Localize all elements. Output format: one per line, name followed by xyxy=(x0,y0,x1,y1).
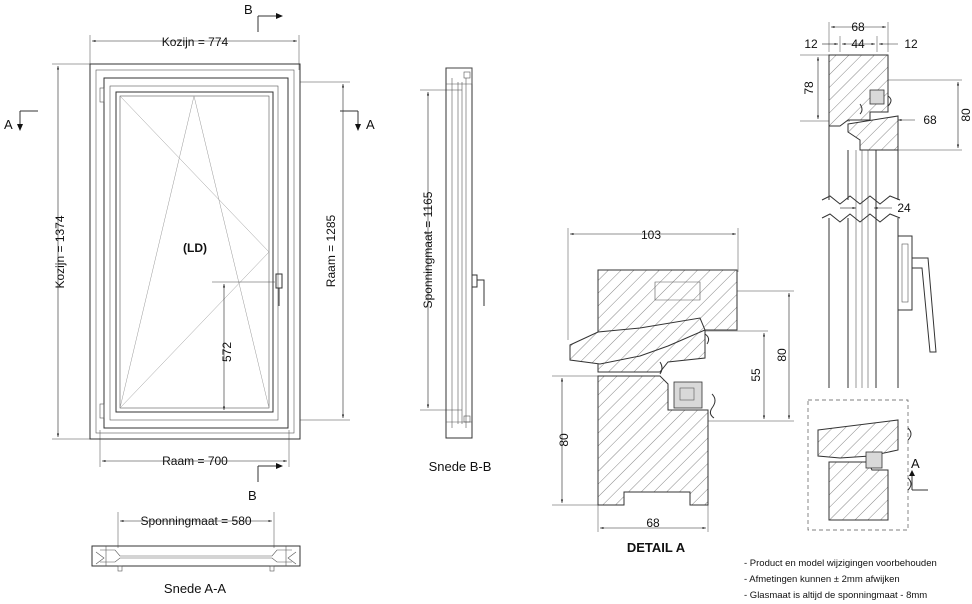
section-b-top-label: B xyxy=(244,2,253,17)
note-2: - Afmetingen kunnen ± 2mm afwijken xyxy=(744,574,900,585)
profile-dim-right: 12 xyxy=(904,37,918,51)
detail-a-title: DETAIL A xyxy=(627,540,686,555)
kozijn-width-label: Kozijn = 774 xyxy=(162,35,229,49)
section-a-left-label: A xyxy=(4,117,13,132)
detail-a-dim-top: 103 xyxy=(641,228,661,242)
detail-a-dim-bottom: 68 xyxy=(646,516,660,530)
profile-dim-78: 78 xyxy=(802,81,816,95)
profile-dim-total: 68 xyxy=(851,20,865,34)
snede-aa-dim: Sponningmaat = 580 xyxy=(140,514,251,528)
profile-dim-68: 68 xyxy=(923,113,937,127)
profile-dim-80: 80 xyxy=(959,108,972,122)
vertical-profile: 68 12 44 12 78 80 68 24 A xyxy=(800,20,972,531)
snede-bb-dim: Sponningmaat = 1165 xyxy=(421,191,435,308)
front-elevation: Kozijn = 774 Kozijn = 1374 Raam = 1285 R… xyxy=(52,35,350,468)
section-b-bottom-label: B xyxy=(248,488,257,503)
detail-a-dim-inner: 55 xyxy=(749,368,763,382)
handle-height-label: 572 xyxy=(220,342,234,362)
snede-aa-title: Snede A-A xyxy=(164,581,226,596)
snede-bb: Sponningmaat = 1165 Snede B-B xyxy=(420,67,492,474)
detail-a-dim-left: 80 xyxy=(557,433,571,447)
note-1: - Product en model wijzigingen voorbehou… xyxy=(744,558,937,569)
raam-height-label: Raam = 1285 xyxy=(324,214,338,287)
profile-dim-left: 12 xyxy=(804,37,818,51)
kozijn-height-label: Kozijn = 1374 xyxy=(53,215,67,288)
note-3: - Glasmaat is altijd de sponningmaat - 8… xyxy=(744,590,927,601)
section-a-right-label: A xyxy=(366,117,375,132)
section-markers: B B A A xyxy=(4,2,375,503)
detail-a: 103 80 55 80 68 DETAIL A xyxy=(552,228,794,555)
profile-dim-mid: 44 xyxy=(851,37,865,51)
raam-width-label: Raam = 700 xyxy=(162,454,228,468)
snede-bb-title: Snede B-B xyxy=(429,459,492,474)
profile-mark-a: A xyxy=(911,456,920,471)
profile-dim-24: 24 xyxy=(897,201,911,215)
opening-type-label: (LD) xyxy=(183,241,207,255)
detail-a-dim-right: 80 xyxy=(775,348,789,362)
notes: - Product en model wijzigingen voorbehou… xyxy=(744,558,937,601)
snede-aa: Sponningmaat = 580 Snede A-A xyxy=(91,512,301,596)
